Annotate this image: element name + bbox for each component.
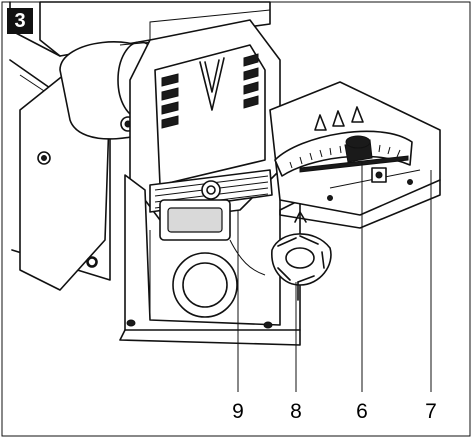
base-block — [87, 174, 301, 346]
angle-scale — [274, 130, 413, 177]
callout-7: 7 — [425, 400, 437, 423]
callout-8: 8 — [290, 400, 302, 423]
table-lock-knob — [314, 106, 387, 183]
main-casing — [129, 19, 281, 221]
callout-6: 6 — [356, 400, 368, 423]
star-knob — [271, 211, 332, 301]
callout-9: 9 — [232, 400, 244, 423]
figure-number-badge: 3 — [7, 8, 33, 34]
